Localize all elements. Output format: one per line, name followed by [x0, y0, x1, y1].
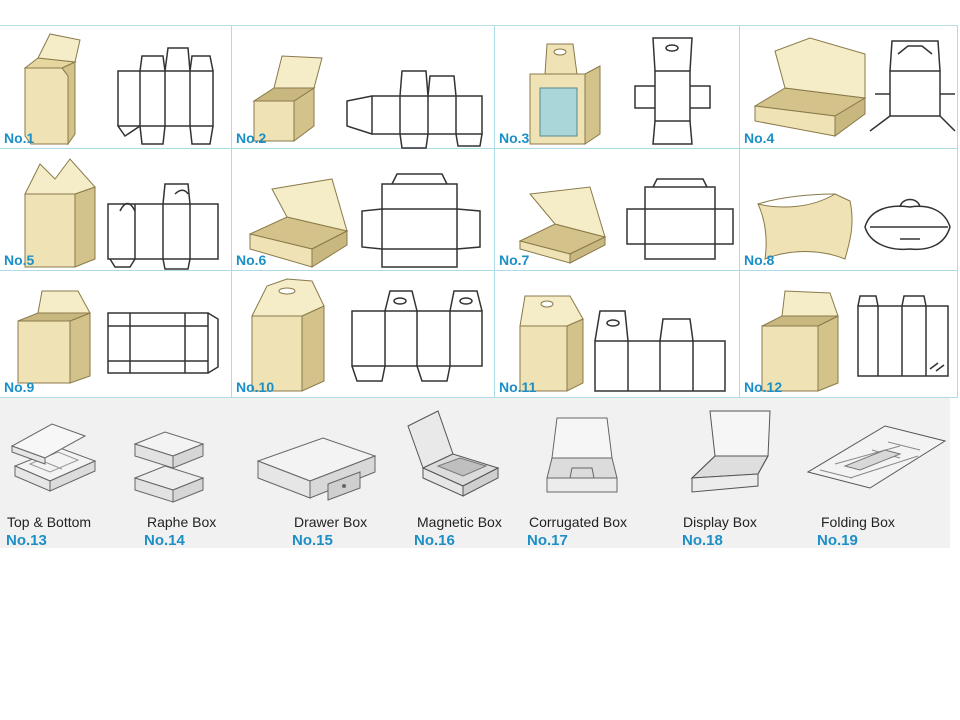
box-type-strip: Top & Bottom No.13 Raphe Box No.14 Drawe…: [0, 398, 950, 549]
box-label-8: No.8: [744, 252, 775, 268]
box-label-1: No.1: [4, 130, 35, 146]
box-name-14: Raphe Box: [147, 514, 217, 530]
box-cell-7: No.7: [495, 149, 740, 271]
box-item-18: Display Box No.18: [670, 398, 800, 549]
box-label-2: No.2: [236, 130, 267, 146]
top-bottom-box-illustration: [10, 423, 97, 492]
box-cell-6: No.6: [232, 149, 495, 271]
box-item-19: Folding Box No.19: [800, 398, 950, 549]
raphe-box-illustration: [133, 431, 205, 503]
box-5-illustration: [24, 158, 219, 270]
box-number-17: No.17: [527, 532, 568, 549]
box-number-14: No.14: [144, 532, 185, 549]
box-cell-12: No.12: [740, 271, 958, 398]
box-item-17: Corrugated Box No.17: [522, 398, 652, 549]
box-name-15: Drawer Box: [294, 514, 368, 530]
box-4-illustration: [753, 37, 956, 137]
box-name-18: Display Box: [683, 514, 757, 530]
box-label-10: No.10: [236, 379, 275, 395]
box-label-5: No.5: [4, 252, 35, 268]
box-label-7: No.7: [499, 252, 530, 268]
box-12-illustration: [761, 290, 949, 392]
box-cell-4: No.4: [740, 26, 958, 149]
box-cell-1: No.1: [0, 26, 232, 149]
box-number-16: No.16: [414, 532, 455, 549]
box-name-17: Corrugated Box: [529, 514, 628, 530]
box-2-illustration: [252, 55, 483, 149]
box-cell-9: No.9: [0, 271, 232, 398]
box-9-illustration: [17, 290, 219, 384]
box-cell-2: No.2: [232, 26, 495, 149]
corrugated-box-illustration: [546, 417, 618, 493]
box-number-19: No.19: [817, 532, 858, 549]
box-style-grid: No.1 No.2: [0, 25, 958, 399]
box-label-11: No.11: [499, 379, 537, 395]
box-label-9: No.9: [4, 379, 35, 395]
box-cell-8: No.8: [740, 149, 958, 271]
box-name-16: Magnetic Box: [417, 514, 502, 530]
box-cell-10: No.10: [232, 271, 495, 398]
box-number-15: No.15: [292, 532, 333, 549]
box-number-13: No.13: [6, 532, 47, 549]
box-cell-5: No.5: [0, 149, 232, 271]
folding-box-illustration: [806, 425, 947, 489]
box-name-19: Folding Box: [821, 514, 895, 530]
box-11-illustration: [519, 295, 726, 392]
drawer-box-illustration: [256, 437, 377, 501]
box-label-6: No.6: [236, 252, 267, 268]
box-3-illustration: [529, 37, 711, 145]
box-1-illustration: [23, 33, 214, 146]
box-label-12: No.12: [744, 379, 783, 395]
box-name-13: Top & Bottom: [7, 514, 92, 530]
magnetic-box-illustration: [407, 410, 500, 497]
display-box-illustration: [690, 410, 771, 493]
box-label-3: No.3: [499, 130, 530, 146]
box-number-18: No.18: [682, 532, 723, 549]
box-cell-11: No.11: [495, 271, 740, 398]
box-cell-3: No.3: [495, 26, 740, 149]
box-6-illustration: [248, 173, 481, 268]
box-item-15: Drawer Box No.15: [250, 398, 380, 549]
box-8-illustration: [757, 193, 951, 260]
box-item-14: Raphe Box No.14: [125, 398, 255, 549]
box-item-16: Magnetic Box No.16: [398, 398, 528, 549]
box-item-13: Top & Bottom No.13: [0, 398, 130, 549]
box-10-illustration: [251, 278, 483, 392]
box-label-4: No.4: [744, 130, 775, 146]
box-7-illustration: [518, 178, 734, 264]
